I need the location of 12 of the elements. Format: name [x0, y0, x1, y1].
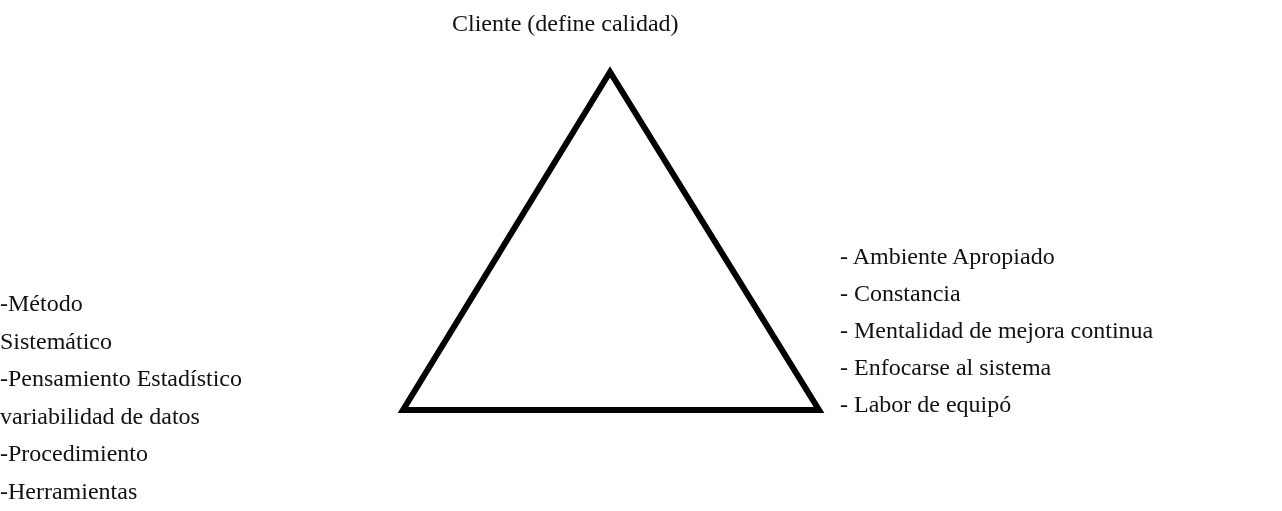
list-item: - Enfocarse al sistema: [840, 353, 1052, 382]
list-item: - Labor de equipó: [840, 390, 1012, 419]
list-item: -Pensamiento Estadístico: [0, 364, 242, 394]
list-item: variabilidad de datos: [0, 401, 200, 431]
vertex-label: Cliente (define calidad): [452, 9, 679, 38]
list-item: Sistemático: [0, 326, 112, 356]
list-item: -Procedimiento: [0, 439, 148, 469]
list-item: - Constancia: [840, 279, 961, 308]
list-item: - Ambiente Apropiado: [840, 242, 1055, 271]
list-item: -Método: [0, 289, 83, 318]
list-item: - Mentalidad de mejora continua: [840, 316, 1154, 345]
list-item: -Herramientas: [0, 477, 138, 506]
